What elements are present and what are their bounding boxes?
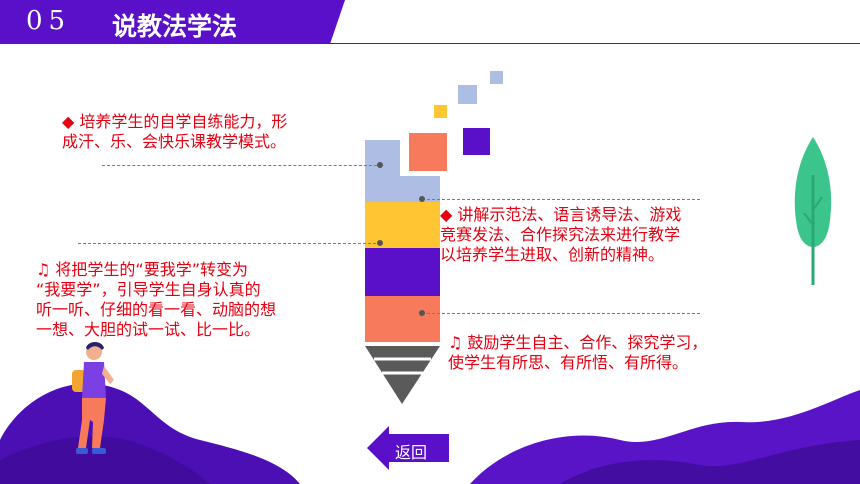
background-waves [0,383,860,484]
note-middle-right: ◆ 讲解示范法、语言诱导法、游戏 竞赛发法、合作探究法来进行教学 以培养学生进取… [440,205,770,265]
connector-dot [419,310,425,316]
note-bottom-right: ♫ 鼓励学生自主、合作、探究学习， 使学生有所思、有所悟、有所得。 [448,333,788,373]
section-title: 说教法学法 [112,12,238,41]
connector-line [422,199,700,200]
note-line: ♫ 将把学生的“要我学”转变为 [36,260,249,279]
connector-dot [377,240,383,246]
student-illustration [72,342,114,454]
connector-line [102,165,382,166]
note-line: ♫ 鼓励学生自主、合作、探究学习， [448,333,708,352]
note-line: ◆ 培养学生的自学自练能力，形 [62,112,288,131]
note-top-left: ◆ 培养学生的自学自练能力，形 成汗、乐、会快乐课教学模式。 [62,112,382,152]
connector-line [78,243,381,244]
connector-dot [377,162,383,168]
note-line: ◆ 讲解示范法、语言诱导法、游戏 [440,205,682,224]
note-line: 一想、大胆的试一试、比一比。 [36,320,261,339]
section-number: 05 [26,6,72,36]
note-line: 成汗、乐、会快乐课教学模式。 [62,132,287,151]
note-line: 以培养学生进取、创新的精神。 [440,245,665,264]
note-line: 使学生有所思、有所悟、有所得。 [448,353,689,372]
note-line: 竞赛发法、合作探究法来进行教学 [440,225,681,244]
note-middle-left: ♫ 将把学生的“要我学”转变为 “我要学”，引导学生自身认真的 听一听、仔细的看… [36,260,366,340]
connector-dot [419,196,425,202]
back-button-label[interactable]: 返回 [395,443,428,462]
back-button[interactable] [367,426,449,470]
note-line: “我要学”，引导学生自身认真的 [36,280,261,299]
note-line: 听一听、仔细的看一看、动脑的想 [36,300,277,319]
header-bar [0,0,860,44]
connector-line [422,313,700,314]
pencil-graphic [365,140,440,404]
tree-icon [794,137,832,285]
floating-squares [409,71,503,171]
